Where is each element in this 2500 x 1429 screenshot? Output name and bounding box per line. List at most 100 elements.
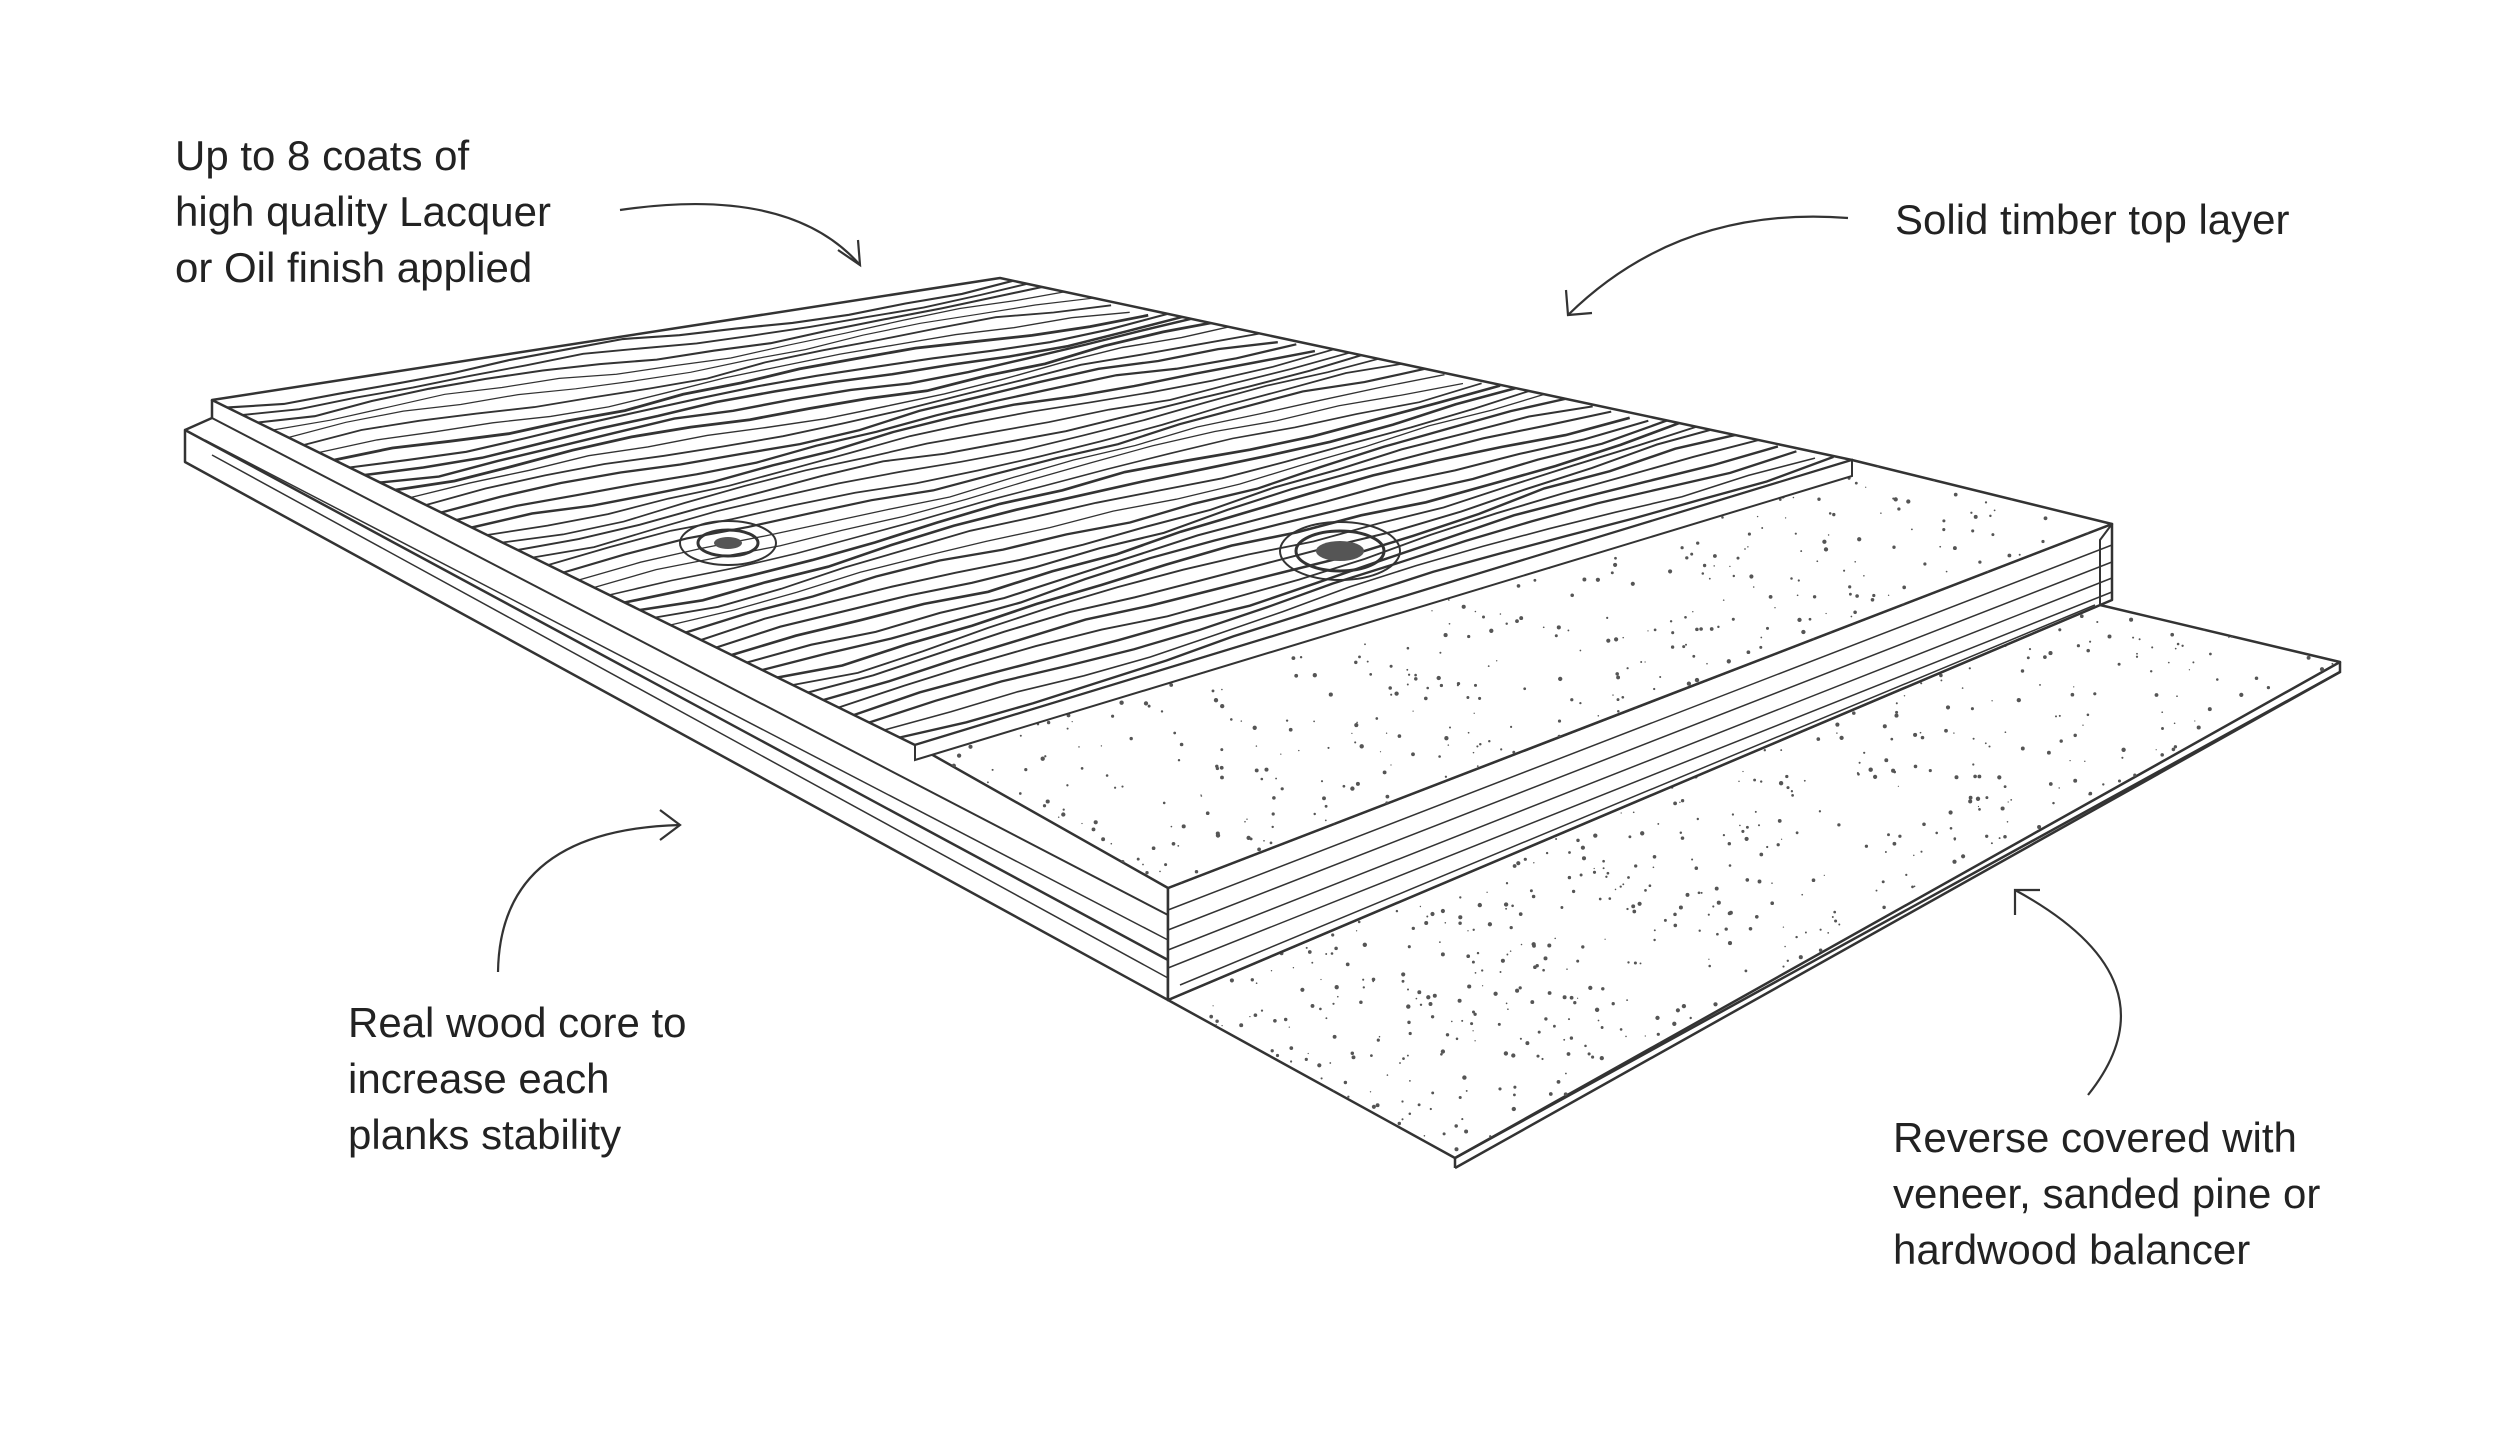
speckle-dot (2183, 843, 2188, 848)
speckle-dot (1763, 749, 1766, 752)
speckle-dot (1580, 1151, 1583, 1154)
speckle-dot (1593, 867, 1595, 870)
speckle-dot (2209, 837, 2213, 840)
speckle-dot (1607, 1119, 1610, 1121)
speckle-dot (2113, 817, 2117, 822)
speckle-dot (1347, 1095, 1350, 1098)
speckle-dot (1142, 863, 1144, 866)
wood-grain (227, 278, 1834, 739)
speckle-dot (1649, 1083, 1654, 1088)
speckle-dot (1443, 633, 1448, 638)
speckle-dot (1488, 739, 1491, 743)
speckle-dot (1417, 990, 1422, 995)
speckle-dot (1894, 713, 1899, 718)
speckle-dot (2268, 715, 2272, 719)
speckle-dot (2209, 819, 2212, 821)
knot-right (1294, 529, 1386, 573)
grain-line (670, 390, 1556, 626)
speckle-dot (1780, 838, 1783, 840)
speckle-dot (1552, 1124, 1556, 1128)
speckle-dot (1505, 907, 1508, 910)
speckle-dot (1531, 894, 1536, 899)
speckle-dot (1417, 1103, 1421, 1107)
speckle-dot (2223, 951, 2225, 953)
speckle-dot (2265, 1016, 2270, 1020)
speckle-dot (1269, 841, 1273, 845)
speckle-dot (1882, 724, 1887, 729)
speckle-dot (2331, 662, 2334, 665)
speckle-dot (1588, 985, 1593, 991)
speckle-dot (1249, 837, 1253, 841)
speckle-dot (956, 753, 962, 758)
speckle-dot (1327, 746, 1330, 749)
speckle-dot (1331, 933, 1335, 937)
speckle-dot (2148, 910, 2152, 914)
speckle-dot (1255, 982, 1258, 985)
speckle-dot (2126, 870, 2130, 873)
speckle-dot (1616, 698, 1620, 702)
speckle-dot (2163, 951, 2167, 956)
speckle-dot (1196, 1133, 1200, 1137)
speckle-dot (1606, 1118, 1611, 1123)
speckle-dot (1871, 1036, 1874, 1039)
speckle-dot (1169, 1058, 1173, 1063)
speckle-dot (1355, 930, 1358, 932)
speckle-dot (1412, 710, 1414, 712)
speckle-dot (2029, 868, 2032, 871)
grain-line (838, 438, 1760, 709)
speckle-dot (1991, 700, 1993, 702)
speckle-dot (2105, 974, 2110, 979)
speckle-dot (1722, 833, 1726, 837)
speckle-dot (1857, 772, 1860, 776)
grain-line (227, 278, 1019, 409)
speckle-dot (1503, 902, 1509, 907)
speckle-dot (1969, 461, 1974, 465)
speckle-dot (2230, 1029, 2235, 1034)
speckle-dot (2029, 970, 2032, 974)
grain-line (242, 280, 1038, 416)
speckle-dot (1597, 715, 1600, 717)
speckle-dot (2295, 770, 2300, 775)
speckle-dot (1715, 1017, 1718, 1019)
speckle-dot (2195, 963, 2197, 965)
speckle-dot (1694, 677, 1700, 683)
speckle-dot (1759, 852, 1764, 857)
speckle-dot (2086, 648, 2090, 653)
speckle-dot (1280, 753, 1282, 755)
speckle-dot (2089, 1037, 2092, 1040)
speckle-dot (1071, 721, 1073, 723)
speckle-dot (1543, 956, 1548, 961)
speckle-dot (2099, 883, 2102, 885)
speckle-dot (1516, 861, 1521, 866)
speckle-dot (2209, 652, 2212, 656)
speckle-dot (1466, 696, 1470, 699)
speckle-dot (2281, 736, 2285, 740)
speckle-dot (1058, 844, 1061, 847)
speckle-dot (1795, 935, 1798, 939)
speckle-dot (1924, 1075, 1929, 1080)
speckle-dot (1757, 879, 1762, 884)
speckle-dot (1747, 546, 1749, 548)
speckle-dot (1044, 755, 1047, 758)
speckle-dot (1169, 1008, 1173, 1012)
speckle-dot (1659, 675, 1662, 679)
speckle-dot (1948, 810, 1953, 815)
speckle-dot (1474, 972, 1477, 974)
speckle-dot (2319, 938, 2323, 942)
speckle-dot (1657, 1124, 1661, 1127)
speckle-dot (1440, 952, 1445, 957)
speckle-dot (2210, 1050, 2215, 1055)
speckle-dot (1332, 1002, 1335, 1005)
speckle-dot (2151, 646, 2154, 649)
speckle-dot (1973, 514, 1978, 519)
speckle-dot (1995, 1075, 2000, 1080)
speckle-dot (1369, 673, 1373, 676)
speckle-dot (1499, 613, 1502, 615)
speckle-dot (1709, 627, 1714, 631)
speckle-dot (1100, 745, 1103, 747)
speckle-dot (2337, 618, 2340, 624)
speckle-dot (1972, 737, 1975, 740)
speckle-dot (1695, 1146, 1698, 1149)
speckle-dot (2161, 727, 2164, 730)
speckle-dot (1884, 851, 1887, 853)
